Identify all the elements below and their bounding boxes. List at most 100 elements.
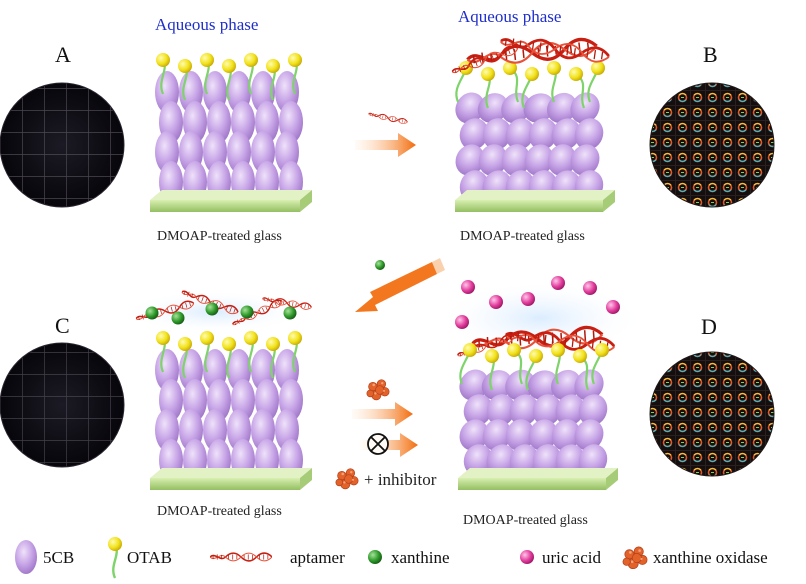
otab-molecule (591, 343, 609, 385)
lc-molecule (527, 370, 559, 400)
arrow-inhibited (360, 433, 418, 457)
panel-label-d: D (701, 314, 717, 339)
legend-label-xanthine-oxidase: xanthine oxidase (653, 548, 768, 567)
lc-molecule (523, 93, 555, 123)
arrow-a-to-b (355, 133, 416, 157)
legend-uric-acid: uric acid (520, 548, 601, 567)
legend-label-aptamer: aptamer (290, 548, 345, 567)
lc-molecule (463, 394, 493, 426)
lc-molecule (574, 118, 604, 150)
lc-molecule (501, 144, 531, 176)
otab-molecule (525, 349, 543, 391)
glass-slide-top-right (455, 190, 615, 212)
lc-molecule (532, 444, 562, 476)
aptamer-legend-icon (210, 552, 272, 562)
arrow-to-d (352, 402, 413, 426)
otab-layer-top-right (455, 61, 605, 109)
glass-caption-bottom-right: DMOAP-treated glass (463, 513, 588, 528)
otab-molecule (521, 67, 539, 109)
uric-acid-molecule (489, 295, 503, 309)
xanthine-bound (171, 311, 185, 325)
lc-molecule (551, 369, 581, 401)
otab-molecule (200, 331, 214, 373)
legend-xanthine: xanthine (368, 548, 450, 567)
lc-molecule (547, 144, 577, 176)
uric-acid-molecule (551, 276, 565, 290)
lc-layer-bottom-left (155, 349, 303, 481)
lc-molecule (509, 394, 539, 426)
legend-otab: OTAB (108, 537, 172, 579)
otab-molecule (288, 53, 302, 95)
panel-label-c: C (55, 313, 70, 338)
uric-acid-molecule (461, 280, 475, 294)
otab-molecule (222, 337, 236, 379)
lc-molecule (528, 419, 558, 451)
lc-molecule (509, 444, 539, 476)
lc-molecule (486, 394, 516, 426)
otab-molecule (573, 349, 590, 391)
lc-molecule (459, 118, 489, 150)
otab-molecule (244, 53, 258, 95)
panel-label-b: B (703, 42, 718, 67)
otab-molecule (244, 331, 258, 373)
enzyme-icon (366, 379, 390, 401)
glass-caption-top-right: DMOAP-treated glass (460, 229, 585, 244)
lc-molecule (555, 394, 585, 426)
lc-molecule (524, 144, 554, 176)
enzyme-with-inhibitor-icon (335, 468, 359, 490)
uric-acid-particles (455, 276, 620, 329)
aqueous-phase-title-right: Aqueous phase (458, 7, 561, 26)
lc-molecule (482, 419, 512, 451)
otab-molecule (507, 343, 524, 385)
lc-molecule (570, 144, 600, 176)
otab-layer-bottom-right (459, 343, 609, 391)
lc-molecule (578, 394, 608, 426)
otab-layer-top-left (156, 53, 302, 101)
uric-acid-molecule (521, 292, 535, 306)
aptamer-xanthine-complexes (133, 286, 314, 330)
lc-molecule (481, 370, 513, 400)
lc-molecule (532, 394, 562, 426)
lc-molecule (505, 118, 535, 150)
surfactant-icon (108, 537, 122, 551)
legend-label-otab: OTAB (127, 548, 172, 567)
lc-molecule (505, 419, 535, 451)
lc-molecule (551, 118, 581, 150)
otab-molecule (547, 61, 561, 103)
glass-slide-bottom-right (458, 468, 618, 490)
aptamer-icon (366, 110, 410, 126)
otab-molecule (156, 331, 170, 373)
lc-molecule (570, 92, 600, 124)
pom-image-c (0, 342, 125, 468)
lc-molecule (486, 444, 516, 476)
glass-caption-top-left: DMOAP-treated glass (157, 229, 282, 244)
legend-label-xanthine: xanthine (391, 548, 450, 567)
lc-layer-top-right (455, 92, 604, 202)
xanthine-icon (375, 260, 385, 270)
otab-molecule (200, 53, 214, 95)
lc-molecule-icon (15, 540, 37, 574)
glass-slide-bottom-left (150, 468, 312, 490)
lc-molecule (578, 444, 608, 476)
otab-molecule (266, 337, 280, 379)
otab-molecule (485, 349, 499, 391)
otab-molecule (222, 59, 236, 101)
xanthine-bound (240, 305, 254, 319)
legend-aptamer: aptamer (210, 548, 345, 567)
glass-caption-bottom-left: DMOAP-treated glass (157, 504, 282, 519)
otab-molecule (551, 343, 565, 385)
lc-layer-bottom-right (459, 369, 608, 476)
uric-acid-molecule (606, 300, 620, 314)
inhibitor-label: + inhibitor (364, 470, 437, 489)
enzyme-addition-step: + inhibitor (335, 379, 437, 490)
xanthine-bound (283, 306, 297, 320)
legend: 5CB OTAB aptamer xanthine uric acid xant… (15, 537, 768, 579)
lc-molecule (455, 144, 485, 176)
lc-molecule (574, 369, 604, 401)
lc-layer-top-left (155, 71, 303, 203)
lc-molecule (478, 144, 508, 176)
aptamer-addition-step (355, 110, 416, 157)
otab-molecule (266, 59, 280, 101)
otab-molecule (503, 61, 520, 103)
